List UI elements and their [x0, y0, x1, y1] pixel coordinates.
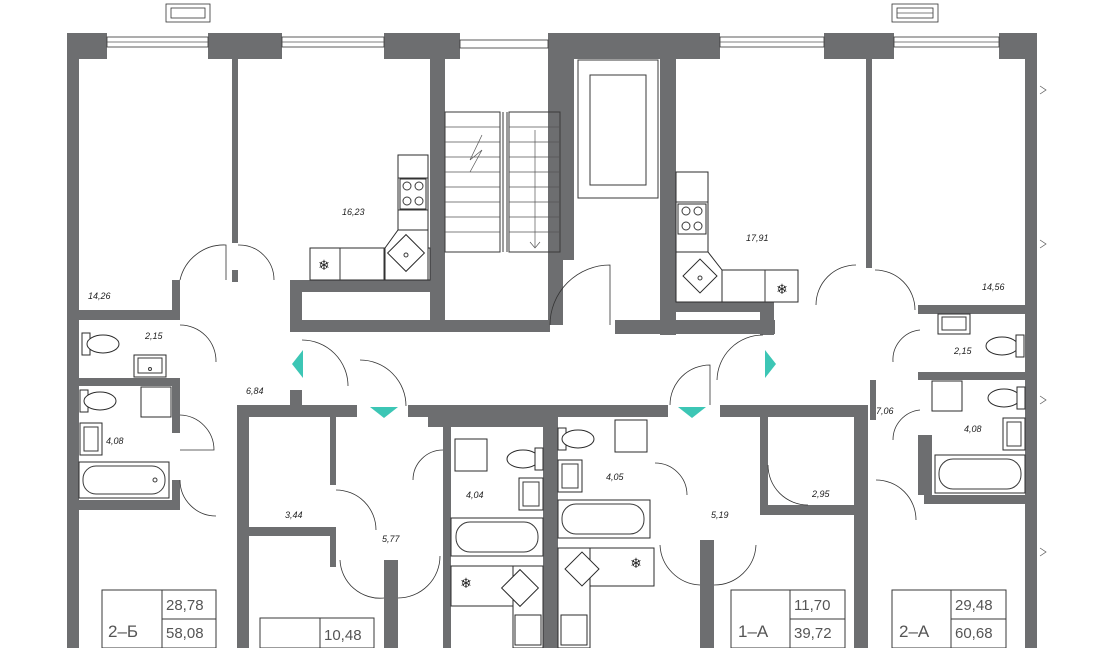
sink-icon [1002, 417, 1026, 451]
sink-icon [557, 459, 583, 493]
doors [179, 244, 921, 599]
sink-icon [384, 229, 429, 281]
toilet-icon [987, 386, 1026, 410]
washer-icon [454, 438, 488, 472]
entrance-arrows [292, 350, 776, 418]
room-area-labels: 14,26 16,23 2,15 6,84 4,08 17,91 14,56 2… [88, 207, 1005, 544]
apt-code-2b: 2–Б [108, 622, 138, 641]
bathtub-icon [557, 499, 651, 539]
washer-icon [614, 419, 648, 453]
stove-icon [677, 203, 707, 235]
apt-total-1a: 39,72 [794, 625, 832, 642]
washer-icon [931, 380, 963, 412]
area-kitchen-tl: 16,23 [342, 207, 365, 217]
area-store-cl: 3,44 [285, 510, 303, 520]
toilet-icon [81, 332, 120, 356]
toilet-icon [557, 427, 595, 451]
sink-icon [675, 251, 723, 303]
area-wc-r: 2,15 [953, 346, 973, 356]
svg-text:❄: ❄ [776, 281, 788, 297]
area-hall-l: 6,84 [246, 386, 264, 396]
sink-icon [133, 354, 167, 378]
area-wc-l: 2,15 [144, 331, 164, 341]
area-living-tr: 14,56 [982, 282, 1005, 292]
apt-total-2a: 60,68 [955, 625, 993, 642]
apt-code-2a: 2–А [899, 622, 930, 641]
area-store-cr: 2,95 [811, 489, 831, 499]
apt-code-1a: 1–А [738, 622, 769, 641]
windows [106, 3, 1000, 49]
area-kitchen-tr: 17,91 [746, 233, 769, 243]
toilet-icon [506, 447, 544, 471]
bathtub-icon [934, 454, 1026, 494]
area-hall-cl: 5,77 [382, 534, 401, 544]
svg-text:❄: ❄ [318, 257, 330, 273]
apt-living-2a: 29,48 [955, 597, 993, 614]
area-bath-cl: 4,04 [466, 490, 484, 500]
edge-marks [1039, 85, 1047, 557]
apt-living-2b: 28,78 [166, 597, 204, 614]
svg-text:❄: ❄ [460, 575, 472, 591]
apartment-labels [101, 589, 1007, 648]
kitchen-center-left: ❄ [450, 565, 544, 648]
apartment-summary: 2–Б 28,78 58,08 10,48 1–А 11,70 39,72 2–… [108, 597, 993, 644]
toilet-icon [79, 389, 117, 413]
bathtub-icon [450, 517, 544, 557]
stove-icon [399, 178, 427, 210]
sink-icon [518, 477, 544, 511]
toilet-icon [985, 334, 1025, 358]
apt-living-center: 10,48 [324, 627, 362, 644]
svg-text:❄: ❄ [630, 555, 642, 571]
area-hall-cr: 5,19 [711, 510, 729, 520]
bathtub-icon [78, 461, 170, 499]
snowflake-icon: ❄ [318, 257, 330, 273]
sink-icon [79, 422, 103, 456]
area-bath-cr: 4,05 [606, 472, 625, 482]
apt-total-2b: 58,08 [166, 625, 204, 642]
snowflake-icon: ❄ [776, 281, 788, 297]
kitchen-center-right: ❄ [557, 547, 655, 648]
walls [67, 33, 1037, 648]
area-bath-r: 4,08 [964, 424, 982, 434]
area-living-tl: 14,26 [88, 291, 111, 301]
area-bath-l: 4,08 [106, 436, 124, 446]
area-hall-r: 7,06 [876, 406, 894, 416]
washer-icon [140, 386, 172, 418]
stairs [444, 59, 659, 253]
sink-icon [937, 313, 971, 335]
apt-living-1a: 11,70 [794, 597, 830, 614]
